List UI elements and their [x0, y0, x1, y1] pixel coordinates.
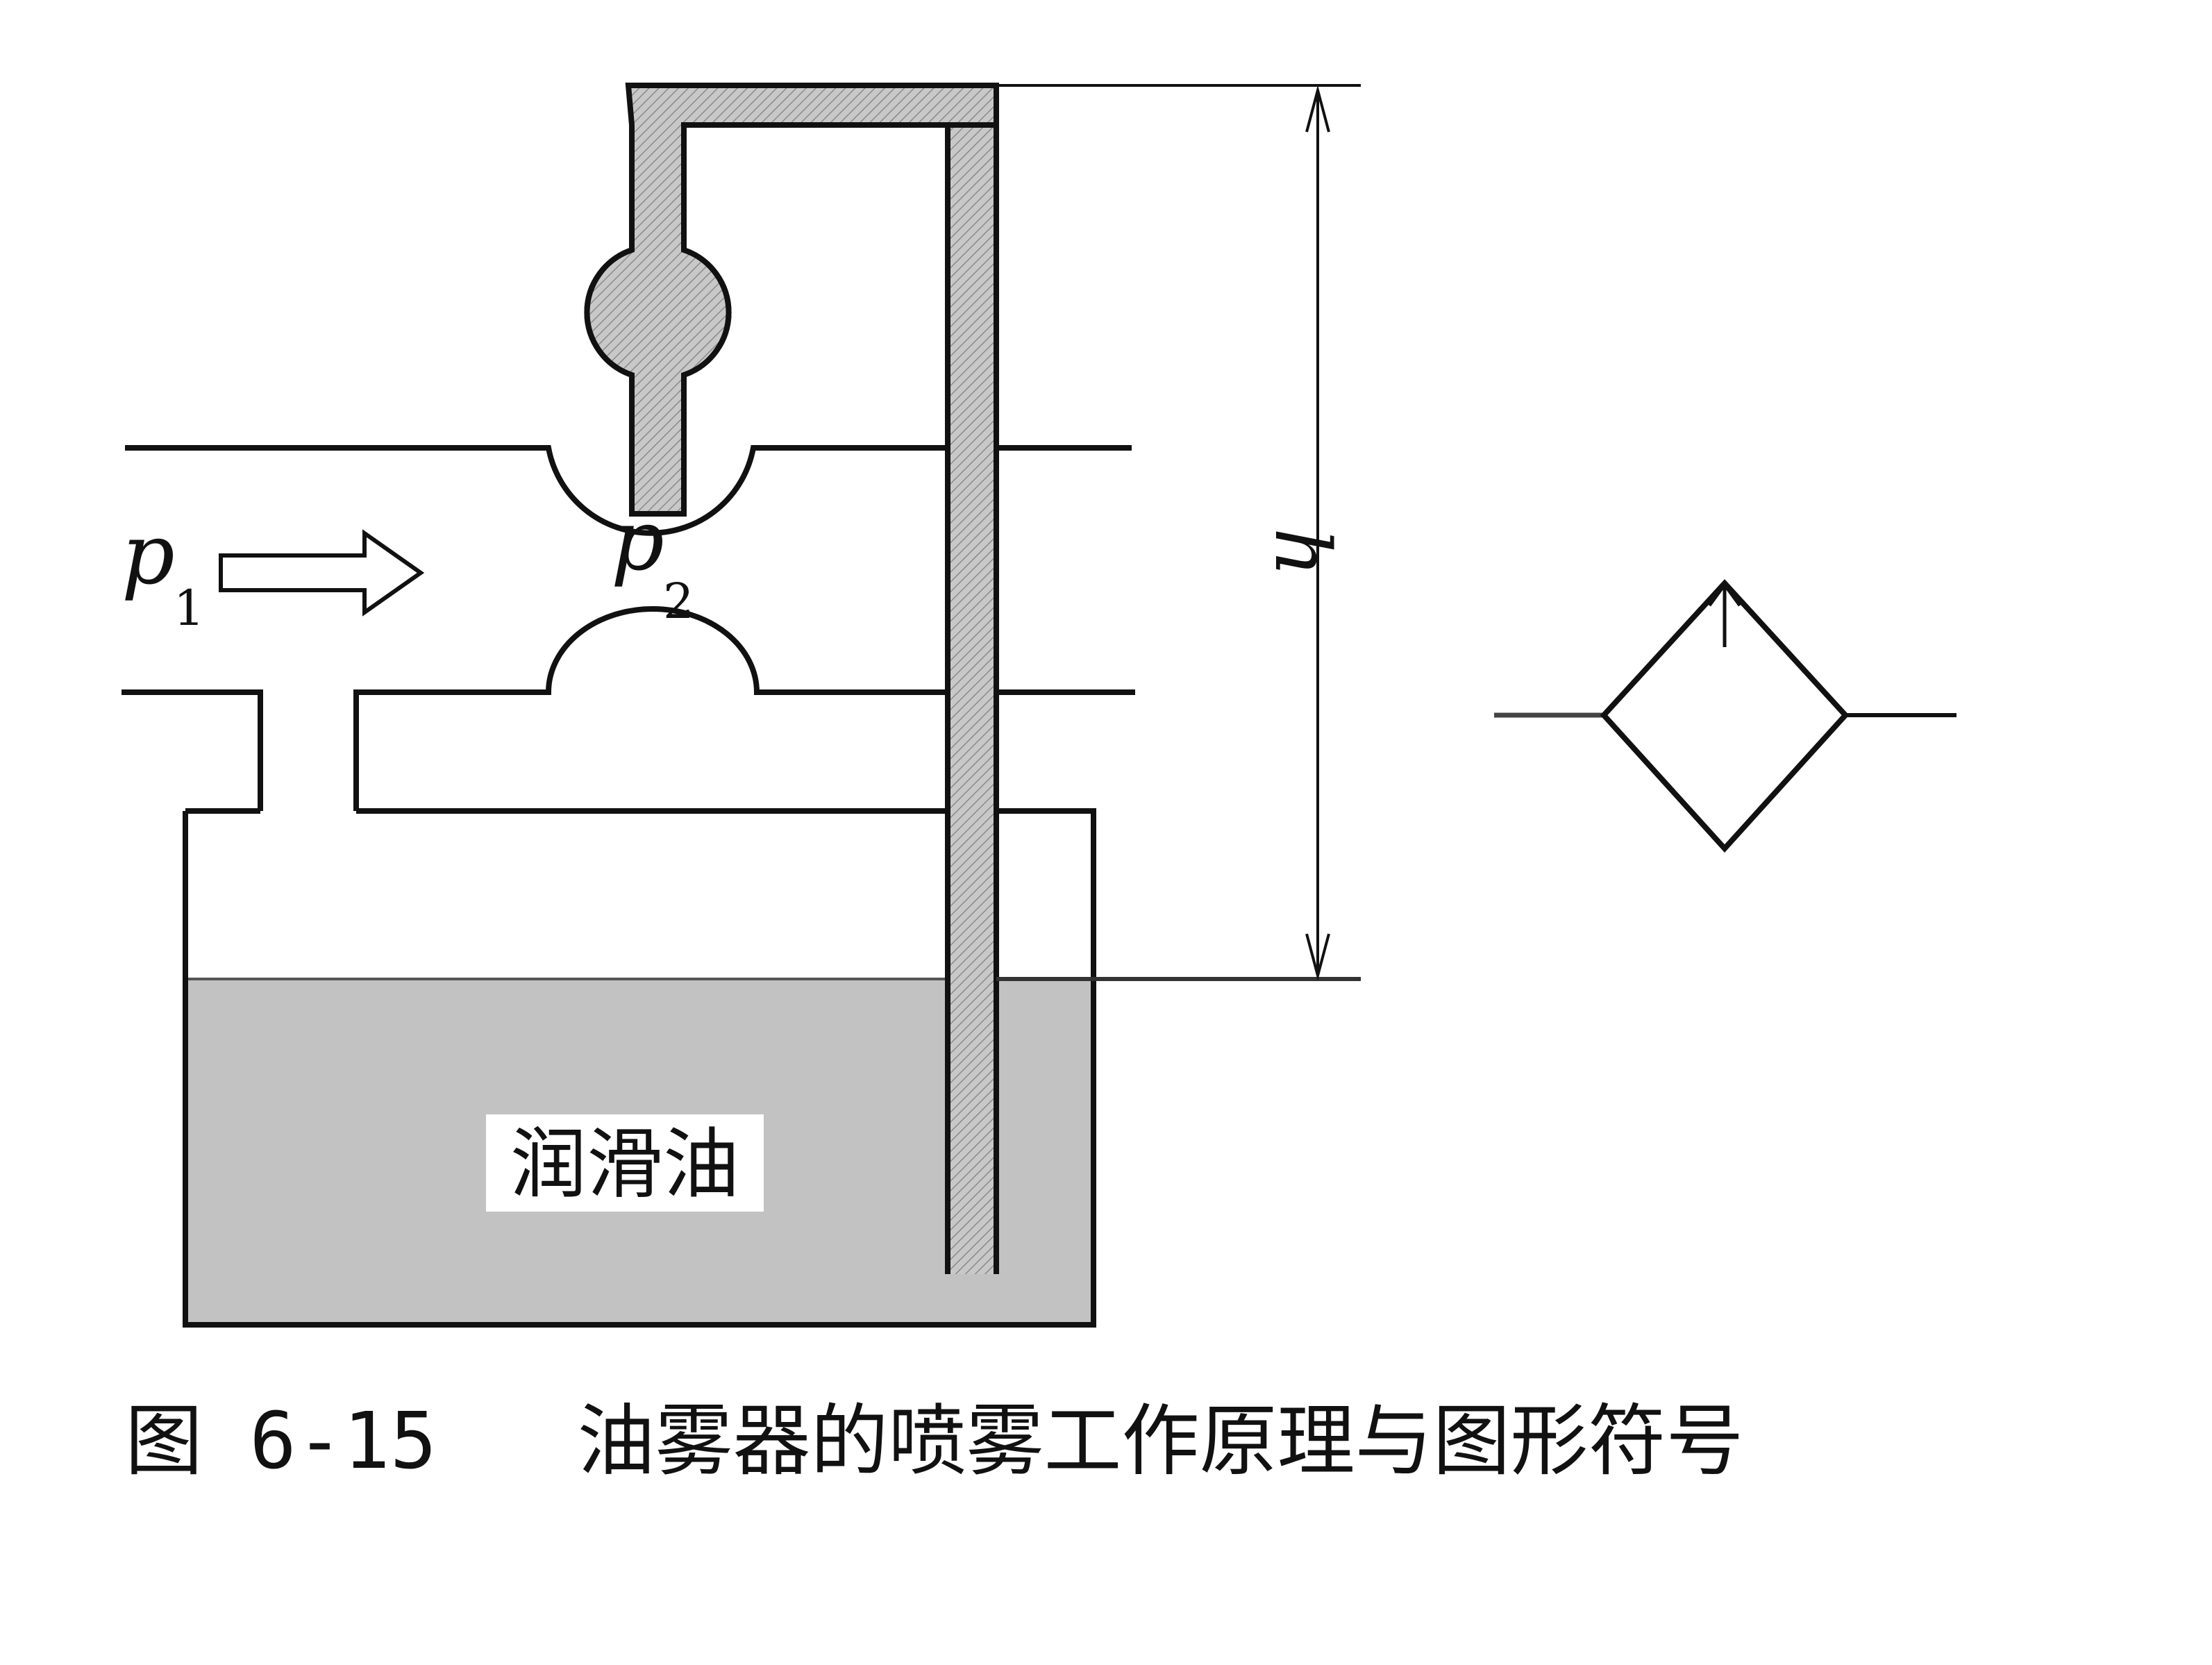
oil-label: 润滑油	[510, 1120, 739, 1209]
pipe-lower-wall	[122, 689, 263, 811]
tank-wall	[183, 808, 1096, 1328]
pipe-lower-wall-right	[353, 606, 1135, 811]
drip-bulb-icon	[584, 247, 732, 378]
p2-subscript: 2	[663, 573, 694, 630]
oil-label-bg	[486, 1114, 764, 1212]
h-label: h	[1258, 528, 1347, 577]
pipe-upper-wall	[125, 445, 1132, 536]
caption-number: 图 6-15	[125, 1396, 437, 1487]
caption-title: 油雾器的喷雾工作原理与图形符号	[577, 1396, 1744, 1487]
h-arrow-top	[1305, 85, 1330, 133]
lubricator-symbol-icon	[1494, 579, 1957, 853]
flow-arrow-icon	[219, 529, 425, 617]
suction-tube	[948, 85, 996, 1274]
p1-label: p	[122, 507, 175, 603]
p2-label: p	[611, 493, 664, 589]
figure-caption: 图 6-15 油雾器的喷雾工作原理与图形符号	[125, 1378, 1743, 1491]
p1-subscript: 1	[174, 580, 205, 637]
h-arrow-bottom	[1305, 933, 1330, 981]
